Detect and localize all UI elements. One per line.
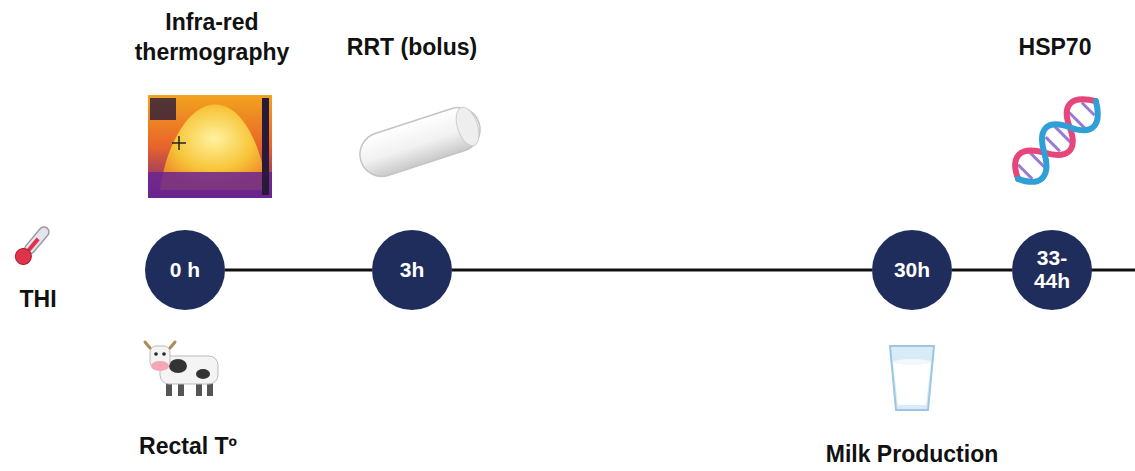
step-caption: THI (3, 285, 73, 315)
timepoint-circle: 0 h (145, 230, 225, 310)
thermal-background (148, 95, 272, 198)
timeline-tail (1090, 269, 1135, 272)
timepoint-circle: 30h (872, 230, 952, 310)
timepoint-circle: 33-44h (1012, 230, 1092, 310)
dna-strand (1006, 89, 1107, 190)
cow-horns (145, 342, 175, 348)
timeline-segment (452, 269, 872, 272)
thermal-readout (150, 98, 176, 120)
timepoint-label: 33-44h (1026, 247, 1078, 292)
thermal-image (148, 95, 272, 198)
timeline-segment (225, 269, 372, 272)
thermal-scale (262, 98, 269, 195)
dna-icon (1006, 89, 1107, 190)
glass-milk (893, 362, 931, 405)
timepoint-label: 30h (894, 259, 930, 282)
timepoint-label: 0 h (170, 259, 200, 282)
cow-spot (196, 369, 210, 379)
glass-outline (890, 346, 934, 410)
step-caption: Rectal Tº (108, 432, 268, 462)
step-caption: RRT (bolus) (312, 33, 512, 63)
dna-strand (1006, 89, 1107, 190)
cow-eye (162, 352, 166, 356)
step-caption: Milk Production (802, 440, 1022, 470)
glass-milk-surface (893, 359, 931, 365)
bolus-icon (354, 102, 486, 182)
dna-rung (1046, 137, 1060, 151)
milk-glass-icon (890, 346, 934, 410)
timepoint-label: 3h (400, 259, 425, 282)
bolus-body (354, 102, 486, 182)
cow-spot (169, 359, 187, 373)
step-caption: Infra-red thermography (122, 8, 302, 68)
step-caption: HSP70 (995, 33, 1115, 63)
thermal-crosshair (178, 136, 180, 150)
cow-muzzle (151, 361, 169, 371)
thermometer-bulb (12, 245, 35, 268)
cow-icon (145, 342, 218, 396)
thermal-floor (148, 172, 272, 198)
bolus-end (452, 104, 483, 148)
timepoint-circle: 3h (372, 230, 452, 310)
thermometer-icon (12, 223, 53, 268)
dna-rung (1082, 103, 1095, 116)
cow-eye (154, 352, 158, 356)
timeline-segment (952, 269, 1012, 272)
